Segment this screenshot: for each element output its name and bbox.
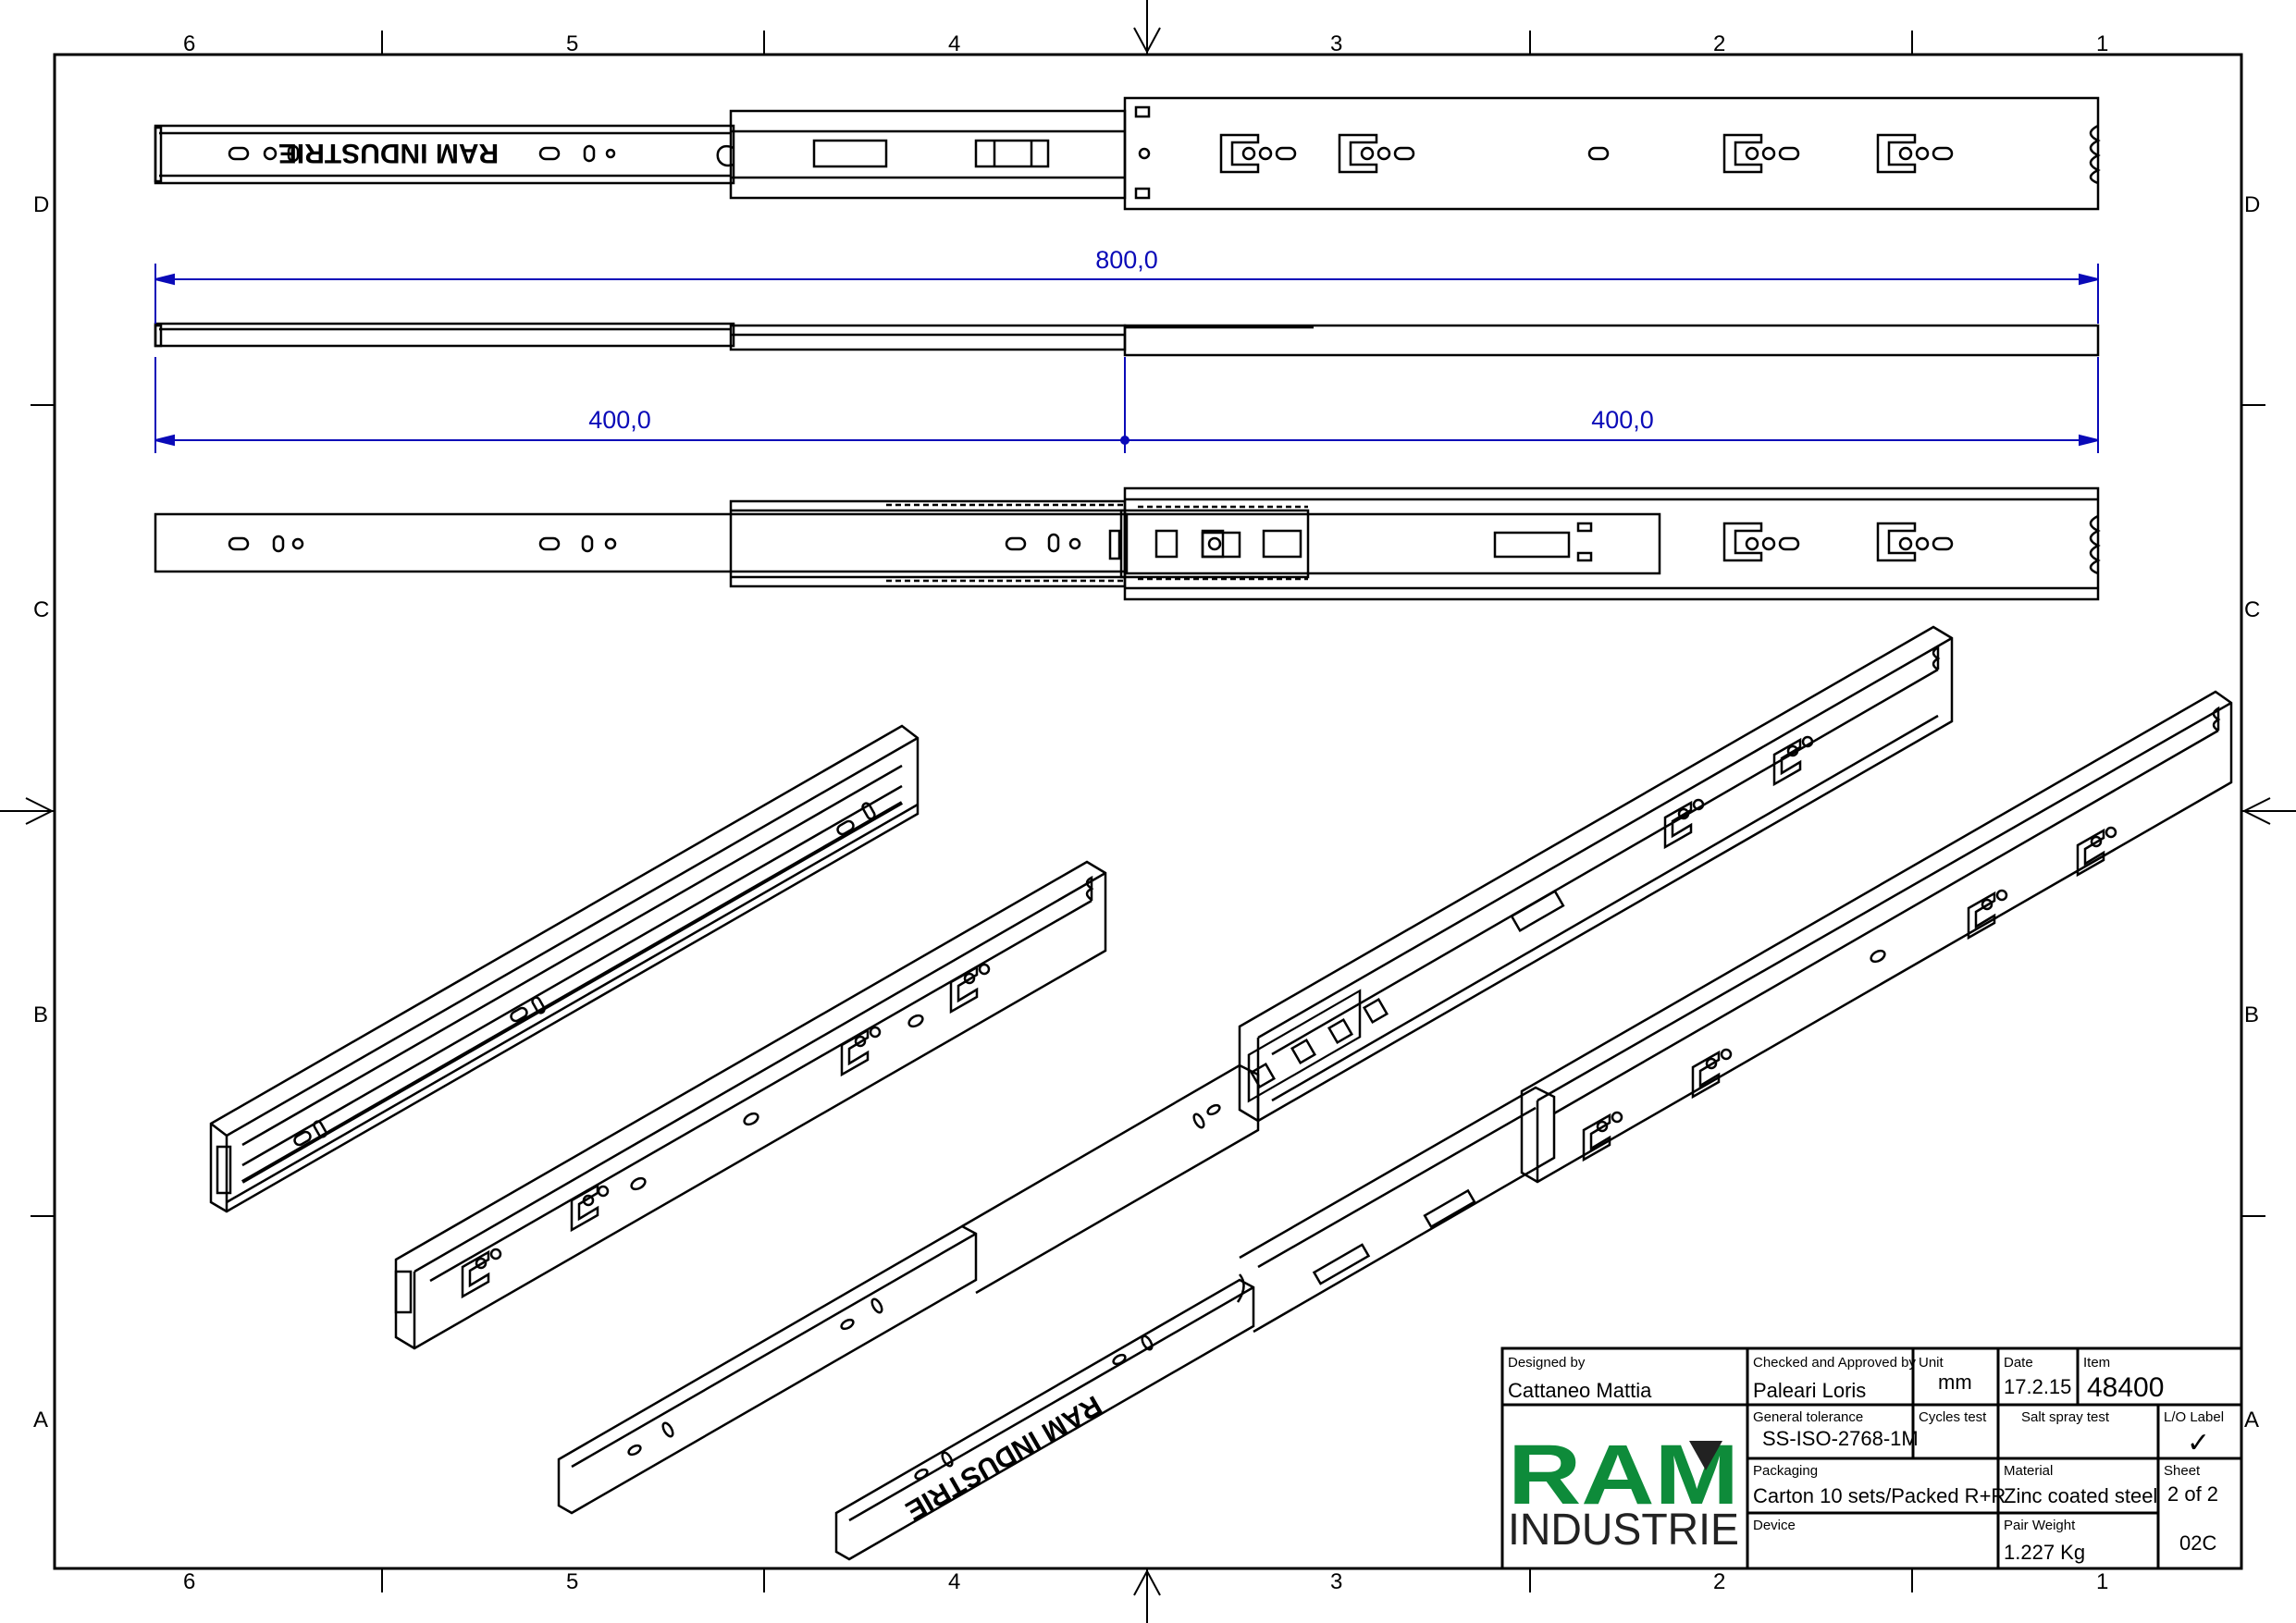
zone-col-1-top: 1 <box>2096 31 2108 56</box>
front-view-extended <box>154 96 2101 211</box>
date-value: 17.2.15 <box>2004 1375 2071 1398</box>
dimension-closed-length: 400,0 <box>588 406 651 434</box>
zone-row-b-left: B <box>33 1002 48 1027</box>
bottom-view-extended <box>154 486 2101 601</box>
material-value: Zinc coated steel <box>2004 1484 2157 1507</box>
item-label: Item <box>2083 1355 2110 1371</box>
salt-spray-label: Salt spray test <box>2021 1409 2110 1425</box>
cycles-test-label: Cycles test <box>1919 1409 1987 1425</box>
zone-col-6-bottom: 6 <box>183 1569 195 1594</box>
zone-col-2-top: 2 <box>1713 31 1725 56</box>
zone-tick-marks <box>31 31 2265 1592</box>
item-value: 48400 <box>2087 1372 2164 1403</box>
slide-engraving-top: RAM INDUSTRIE <box>278 138 499 168</box>
zone-col-4-bottom: 4 <box>948 1569 960 1594</box>
zone-col-5-top: 5 <box>566 31 578 56</box>
zone-row-c-left: C <box>33 597 49 622</box>
unit-label: Unit <box>1919 1355 1944 1371</box>
dimension-total-length: 800,0 <box>1095 246 1158 274</box>
zone-col-3-top: 3 <box>1330 31 1342 56</box>
zone-col-4-top: 4 <box>948 31 960 56</box>
zone-row-d-right: D <box>2244 192 2260 217</box>
isometric-extended-front <box>834 690 2233 1561</box>
lo-label-check: ✓ <box>2187 1428 2210 1458</box>
checked-by-value: Paleari Loris <box>1753 1379 1866 1402</box>
weight-value: 1.227 Kg <box>2004 1541 2085 1564</box>
drawing-frame <box>53 53 2243 1570</box>
material-label: Material <box>2004 1463 2053 1479</box>
tolerance-label: General tolerance <box>1753 1409 1863 1425</box>
checked-by-label: Checked and Approved by <box>1753 1355 1916 1371</box>
side-view <box>154 322 2100 357</box>
device-label: Device <box>1753 1518 1796 1533</box>
designed-by-label: Designed by <box>1508 1355 1586 1371</box>
zone-row-a-right: A <box>2244 1408 2259 1432</box>
packaging-value: Carton 10 sets/Packed R+R <box>1753 1484 2006 1507</box>
zone-row-d-left: D <box>33 192 49 217</box>
zone-row-b-right: B <box>2244 1002 2259 1027</box>
unit-value: mm <box>1938 1371 1972 1394</box>
date-label: Date <box>2004 1355 2033 1371</box>
zone-col-5-bottom: 5 <box>566 1569 578 1594</box>
tolerance-value: SS-ISO-2768-1M <box>1762 1427 1919 1450</box>
dimension-lines <box>154 264 2099 453</box>
zone-labels: 6 5 4 3 2 1 6 5 4 3 2 1 D C B A D C B A <box>33 31 2260 1594</box>
dimension-extension: 400,0 <box>1591 406 1654 434</box>
zone-row-c-right: C <box>2244 597 2260 622</box>
sheet-label: Sheet <box>2164 1463 2201 1479</box>
isometric-extended-back <box>557 625 1954 1515</box>
logo-industrie-text: INDUSTRIE <box>1508 1506 1739 1555</box>
designed-by-value: Cattaneo Mattia <box>1508 1379 1652 1402</box>
isometric-closed-front <box>394 860 1107 1350</box>
zone-col-2-bottom: 2 <box>1713 1569 1725 1594</box>
revision-value: 02C <box>2179 1531 2216 1555</box>
zone-row-a-left: A <box>33 1408 48 1432</box>
packaging-label: Packaging <box>1753 1463 1818 1479</box>
lo-label-label: L/O Label <box>2164 1409 2224 1425</box>
zone-col-3-bottom: 3 <box>1330 1569 1342 1594</box>
title-block-grid <box>1500 1346 2243 1570</box>
logo-triangle-icon <box>1689 1441 1722 1470</box>
sheet-value: 2 of 2 <box>2167 1482 2218 1506</box>
zone-col-6-top: 6 <box>183 31 195 56</box>
ram-industrie-logo: RAM INDUSTRIE <box>1508 1428 1739 1555</box>
weight-label: Pair Weight <box>2004 1518 2076 1533</box>
zone-col-1-bottom: 1 <box>2096 1569 2108 1594</box>
isometric-closed-back <box>209 724 920 1213</box>
